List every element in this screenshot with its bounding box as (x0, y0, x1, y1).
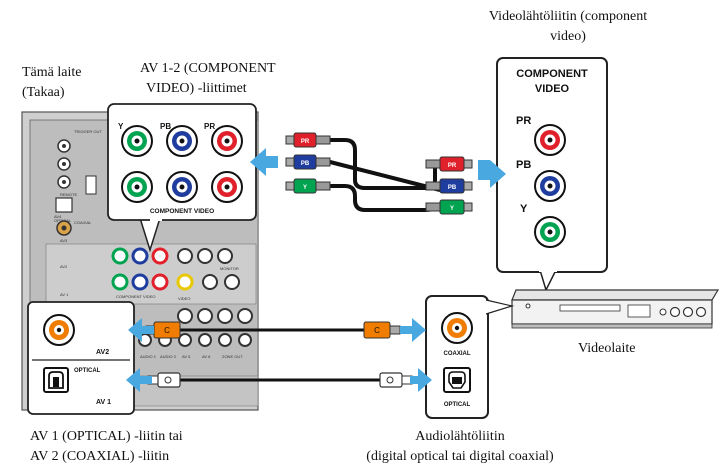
cable-plug-y-left: Y (285, 178, 331, 194)
component-jacks-caption-line1: AV 1-2 (COMPONENT (140, 61, 276, 76)
receiver-component-zoom: Y PB PR COMPONENT VIDEO (107, 103, 257, 253)
audio-out-caption-line2: (digital optical tai digital coaxial) (366, 449, 554, 464)
video-out-caption-line2: video) (550, 29, 586, 44)
component-video-small-label: COMPONENT VIDEO (116, 294, 156, 299)
cable-plug-pr-right: PR (425, 156, 473, 172)
video-device-caption: Videolaite (578, 341, 636, 356)
arrow-to-player-coax (400, 318, 426, 342)
svg-text:Y: Y (303, 185, 307, 191)
cable-plug-y-right: Y (425, 199, 473, 215)
receiver-audio-zoom: AV2 OPTICAL AV 1 (27, 301, 135, 415)
coax-plug-right-label: C (374, 326, 380, 335)
video-out-caption-line1: Videolähtöliitin (component (488, 9, 648, 24)
cable-plug-pr-left: PR (285, 132, 331, 148)
zone-out-small-label: ZONE OUT (222, 354, 243, 359)
av4-label: AV4 (54, 214, 62, 219)
svg-text:Y: Y (450, 206, 454, 212)
svg-text:PB: PB (448, 185, 457, 191)
remote-label: REMOTE (60, 192, 77, 197)
arrow-to-player-component (478, 160, 506, 188)
av3-label: AV3 (60, 238, 68, 243)
device-caption-line1: Tämä laite (22, 65, 82, 80)
video-player-device (511, 289, 720, 329)
component-jacks-caption-line2: VIDEO) -liittimet (146, 81, 247, 96)
player-pb-label: PB (516, 159, 531, 171)
receiver-component-video-label: COMPONENT VIDEO (150, 208, 214, 215)
signal-direction-arrows (126, 148, 506, 392)
arrow-to-receiver-component (250, 148, 278, 176)
player-audio-panel: COAXIAL OPTICAL (425, 295, 515, 419)
av2-small-label: AV2 (60, 264, 68, 269)
audio-out-caption-line1: Audiolähtöliitin (415, 429, 505, 444)
av5-small-label: AV 5 (182, 354, 191, 359)
receiver-pb-label: PB (160, 122, 171, 131)
optical-cable (147, 372, 413, 388)
cable-plug-pb-right: PB (425, 178, 473, 194)
av1-small-label: AV 1 (60, 292, 69, 297)
svg-text:PR: PR (301, 139, 310, 145)
player-coaxial-label: COAXIAL (444, 351, 471, 357)
receiver-y-label: Y (118, 122, 124, 131)
arrow-to-receiver-coax (128, 318, 154, 342)
receiver-pr-label: PR (204, 122, 215, 131)
cable-plug-pb-left: PB (285, 154, 331, 170)
coax-plug-left-label: C (164, 326, 170, 335)
player-pr-label: PR (516, 115, 531, 127)
player-panel-title-line1: COMPONENT (516, 68, 588, 80)
av6-small-label: AV 6 (202, 354, 211, 359)
monitor-small-label: MONITOR (220, 266, 239, 271)
player-y-label: Y (520, 203, 528, 215)
trigger-out-label: TRIGGER OUT (74, 129, 102, 134)
receiver-av2-label: AV2 (96, 349, 109, 356)
audio-in-caption-line2: AV 2 (COAXIAL) -liitin (30, 449, 170, 464)
audio-in-caption-line1: AV 1 (OPTICAL) -liitin tai (30, 429, 183, 444)
player-optical-label: OPTICAL (444, 402, 471, 408)
device-caption-line2: (Takaa) (22, 85, 65, 100)
receiver-av1-label: AV 1 (96, 399, 111, 406)
video-small-label: VIDEO (178, 296, 190, 301)
svg-text:PB: PB (301, 161, 310, 167)
component-video-cable: PR PB Y PR PB (285, 132, 473, 215)
receiver-optical-label: OPTICAL (74, 368, 101, 374)
audio1-small-label: AUDIO 1 (140, 354, 157, 359)
player-component-panel: COMPONENT VIDEO PR PB Y (496, 57, 608, 293)
optical-small-label: OPTICAL (54, 218, 72, 223)
coaxial-small-label: COAXIAL (74, 220, 92, 225)
svg-text:PR: PR (448, 163, 457, 169)
arrow-to-receiver-optical (126, 368, 152, 392)
arrow-to-player-optical (410, 368, 432, 392)
player-panel-title-line2: VIDEO (535, 83, 570, 95)
audio2-small-label: AUDIO 2 (160, 354, 177, 359)
